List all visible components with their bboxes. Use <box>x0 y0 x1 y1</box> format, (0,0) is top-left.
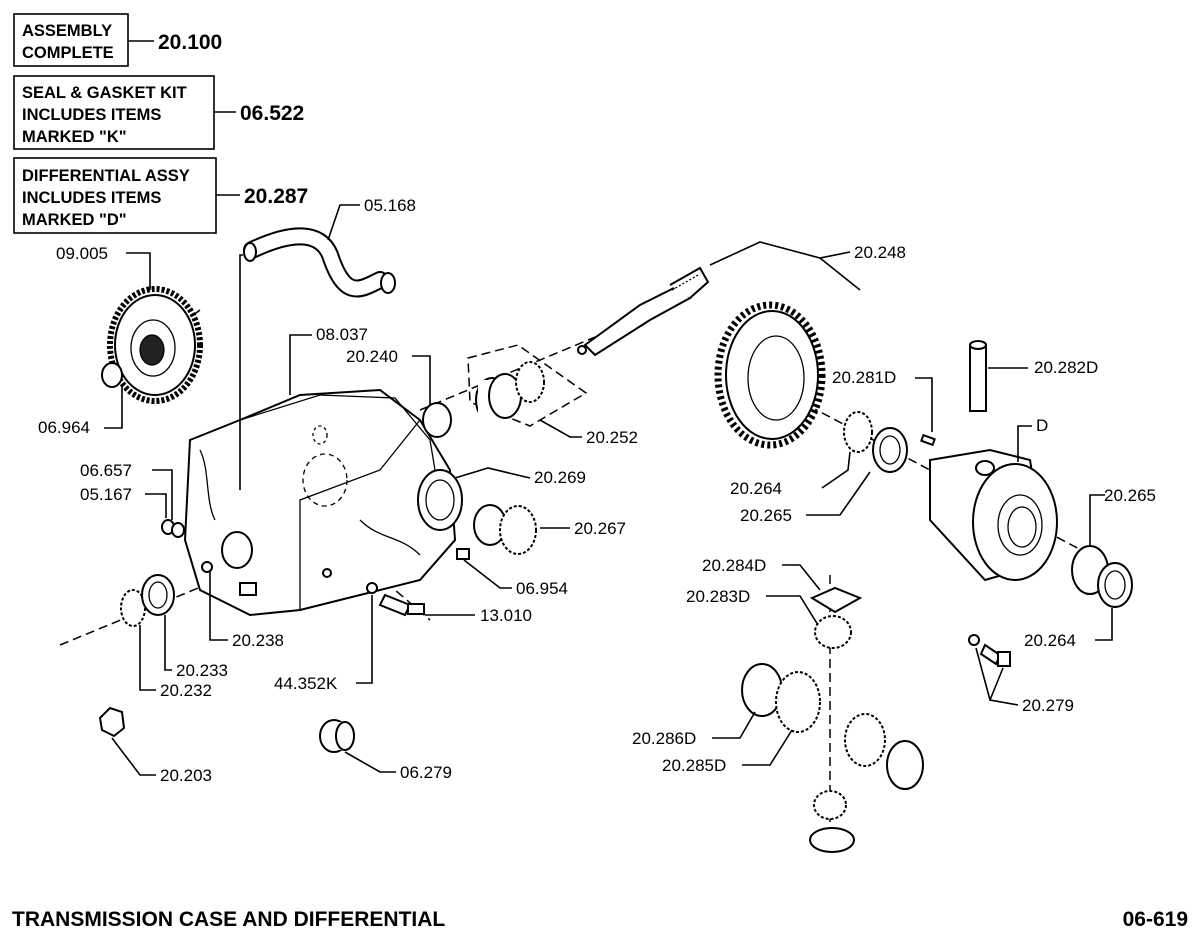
ring-gear <box>714 301 826 449</box>
callout-05-167: 05.167 <box>80 485 132 504</box>
oring-20-240 <box>422 402 452 438</box>
plug-06-954 <box>456 548 470 560</box>
pin-20-281D <box>920 433 936 447</box>
spider-gear-assembly <box>741 586 924 853</box>
callout-20-264-lower: 20.264 <box>1024 631 1076 650</box>
kit-box-seal-gasket: SEAL & GASKET KIT INCLUDES ITEMS MARKED … <box>13 75 304 150</box>
pin-20-282D <box>969 340 987 412</box>
hose-05-168 <box>243 227 396 298</box>
bearing-20-264-left <box>843 411 908 473</box>
callout-20-265-upper: 20.265 <box>740 506 792 525</box>
callout-20-284D: 20.284D <box>702 556 766 575</box>
callout-20-286D: 20.286D <box>632 729 696 748</box>
callout-20-233: 20.233 <box>176 661 228 680</box>
kit-line: MARKED "D" <box>22 211 127 229</box>
transmission-case-08-037 <box>183 388 463 617</box>
callout-06-964: 06.964 <box>38 418 90 437</box>
kit-line: SEAL & GASKET KIT <box>22 84 187 102</box>
leader-lines <box>104 204 1113 776</box>
callout-20-252: 20.252 <box>586 428 638 447</box>
kit-line: INCLUDES ITEMS <box>22 189 161 207</box>
kit-number: 06.522 <box>240 102 304 125</box>
washer-06-964 <box>101 362 123 388</box>
kit-line: MARKED "K" <box>22 128 127 146</box>
kit-line: ASSEMBLY <box>22 22 112 40</box>
callout-44-352K: 44.352K <box>274 674 338 693</box>
callout-labels: 05.168 09.005 06.964 08.037 20.240 20.25… <box>38 196 1156 785</box>
rings-06-657-05-167 <box>161 519 185 538</box>
bearing-20-267 <box>473 504 537 555</box>
kit-number: 20.100 <box>158 31 222 54</box>
callout-20-281D: 20.281D <box>832 368 896 387</box>
plug-06-279 <box>319 719 355 753</box>
callout-20-203: 20.203 <box>160 766 212 785</box>
callout-20-265-right: 20.265 <box>1104 486 1156 505</box>
callout-05-168: 05.168 <box>364 196 416 215</box>
kit-number: 20.287 <box>244 185 308 208</box>
gear-09-005 <box>107 286 203 404</box>
callout-20-283D: 20.283D <box>686 587 750 606</box>
callout-06-279: 06.279 <box>400 763 452 782</box>
kit-box-differential: DIFFERENTIAL ASSY INCLUDES ITEMS MARKED … <box>13 157 308 234</box>
callout-09-005: 09.005 <box>56 244 108 263</box>
callout-06-657: 06.657 <box>80 461 132 480</box>
callout-20-285D: 20.285D <box>662 756 726 775</box>
differential-carrier-D <box>929 448 1058 582</box>
callout-20-279: 20.279 <box>1022 696 1074 715</box>
callout-20-248: 20.248 <box>854 243 906 262</box>
callout-20-240: 20.240 <box>346 347 398 366</box>
bearing-20-265-right <box>1071 545 1133 608</box>
bearing-20-252 <box>475 361 545 424</box>
footer-page-code: 06-619 <box>1123 908 1188 931</box>
callout-20-267: 20.267 <box>574 519 626 538</box>
bearing-20-232 <box>120 574 175 627</box>
nut-20-203 <box>98 706 126 738</box>
callout-13-010: 13.010 <box>480 606 532 625</box>
footer-title: TRANSMISSION CASE AND DIFFERENTIAL <box>12 908 445 931</box>
kit-box-assembly: ASSEMBLY COMPLETE 20.100 <box>13 13 222 67</box>
bolt-20-279 <box>968 634 1011 667</box>
kit-line: COMPLETE <box>22 44 114 62</box>
pinion-shaft-20-248 <box>577 266 710 357</box>
callout-20-269: 20.269 <box>534 468 586 487</box>
sensor-13-010 <box>366 582 425 617</box>
callout-08-037: 08.037 <box>316 325 368 344</box>
callout-20-232: 20.232 <box>160 681 212 700</box>
callout-20-282D: 20.282D <box>1034 358 1098 377</box>
callout-20-264-upper: 20.264 <box>730 479 782 498</box>
callout-D: D <box>1036 416 1048 435</box>
callout-06-954: 06.954 <box>516 579 568 598</box>
kit-line: INCLUDES ITEMS <box>22 106 161 124</box>
callout-20-238: 20.238 <box>232 631 284 650</box>
kit-line: DIFFERENTIAL ASSY <box>22 167 190 185</box>
